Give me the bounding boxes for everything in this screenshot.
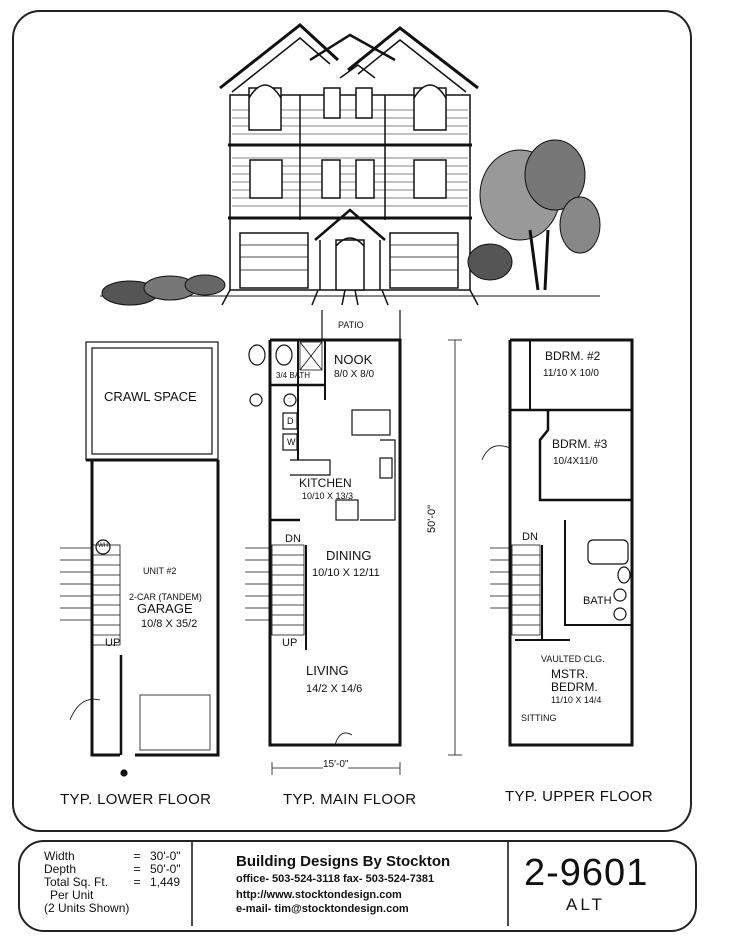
master-size-label: 11/10 X 14/4 xyxy=(551,695,602,705)
spec-eq: = xyxy=(133,862,141,876)
crawl-space-label: CRAWL SPACE xyxy=(104,389,197,404)
house-elevation xyxy=(100,23,600,306)
spec-row-per-unit: Per Unit xyxy=(44,889,181,902)
dining-size-label: 10/10 X 12/11 xyxy=(312,567,380,579)
water-heater-label: WH xyxy=(98,543,108,549)
bedroom-2-label: BDRM. #2 xyxy=(545,349,601,363)
company-name: Building Designs By Stockton xyxy=(236,853,451,870)
lower-up-label: UP xyxy=(105,637,121,649)
washer-label: W xyxy=(287,437,296,447)
plan-variant: ALT xyxy=(566,895,605,914)
title-block xyxy=(18,840,697,932)
main-dn-label: DN xyxy=(285,533,301,545)
kitchen-label: KITCHEN xyxy=(299,476,352,490)
upper-dn-label: DN xyxy=(522,531,538,543)
upper-floor-title: TYP. UPPER FLOOR xyxy=(505,788,653,805)
main-up-label: UP xyxy=(282,637,298,649)
main-floor-title: TYP. MAIN FLOOR xyxy=(283,791,417,808)
garage-size-label: 10/8 X 35/2 xyxy=(141,618,198,630)
spec-row-width: Width = 30'-0" xyxy=(44,850,181,863)
company-email[interactable]: e-mail- tim@stocktondesign.com xyxy=(236,903,409,915)
company-phones: office- 503-524-3118 fax- 503-524-7381 xyxy=(236,873,435,885)
drawing-frame xyxy=(12,10,692,832)
bath-label: 3/4 BATH xyxy=(276,371,311,380)
sitting-label: SITTING xyxy=(521,713,557,723)
vaulted-ceiling-label: VAULTED CLG. xyxy=(541,654,605,664)
dining-label: DINING xyxy=(326,548,372,563)
upper-bath-label: BATH xyxy=(583,595,612,607)
living-label: LIVING xyxy=(306,663,349,678)
master-bedroom-label: BEDRM. xyxy=(551,680,598,694)
master-label: MSTR. xyxy=(551,667,589,681)
depth-dimension-label: 50'-0" xyxy=(426,504,438,533)
spec-key: Width xyxy=(44,849,75,863)
bedroom-3-label: BDRM. #3 xyxy=(552,437,608,451)
spec-key: Depth xyxy=(44,862,77,876)
nook-size-label: 8/0 X 8/0 xyxy=(334,369,375,380)
spec-key: Per Unit xyxy=(50,888,94,902)
upper-floor-plan xyxy=(481,338,634,747)
garage-name-label: GARAGE xyxy=(137,601,193,616)
spec-key: Total Sq. Ft. xyxy=(44,875,109,889)
nook-label: NOOK xyxy=(334,352,373,367)
lower-floor-title: TYP. LOWER FLOOR xyxy=(60,791,212,808)
spec-key: (2 Units Shown) xyxy=(44,901,130,915)
company-website[interactable]: http://www.stocktondesign.com xyxy=(236,889,402,901)
spec-eq: = xyxy=(133,849,141,863)
lower-floor-plan xyxy=(60,341,220,777)
kitchen-size-label: 10/10 X 13/3 xyxy=(302,491,354,501)
spec-row-units: (2 Units Shown) xyxy=(44,902,181,915)
specs-table: Width = 30'-0" Depth = 50'-0" Total Sq. … xyxy=(44,850,181,915)
unit-tag: UNIT #2 xyxy=(143,566,177,576)
garage-type-label: 2-CAR (TANDEM) xyxy=(129,592,202,602)
living-size-label: 14/2 X 14/6 xyxy=(306,683,363,695)
spec-row-sqft: Total Sq. Ft. = 1,449 xyxy=(44,876,181,889)
spec-row-depth: Depth = 50'-0" xyxy=(44,863,181,876)
width-dimension-label: 15'-0" xyxy=(323,759,349,770)
dryer-label: D xyxy=(287,416,294,426)
landscaping xyxy=(101,139,601,306)
bedroom-2-size-label: 11/10 X 10/0 xyxy=(543,368,599,379)
spec-value: 30'-0" xyxy=(150,849,181,863)
main-floor-plan xyxy=(245,310,462,775)
spec-eq: = xyxy=(133,875,141,889)
plan-number: 2-9601 xyxy=(524,852,649,894)
patio-label: PATIO xyxy=(338,320,364,330)
spec-value: 50'-0" xyxy=(150,862,181,876)
bedroom-3-size-label: 10/4X11/0 xyxy=(553,456,598,467)
spec-value: 1,449 xyxy=(150,875,181,889)
